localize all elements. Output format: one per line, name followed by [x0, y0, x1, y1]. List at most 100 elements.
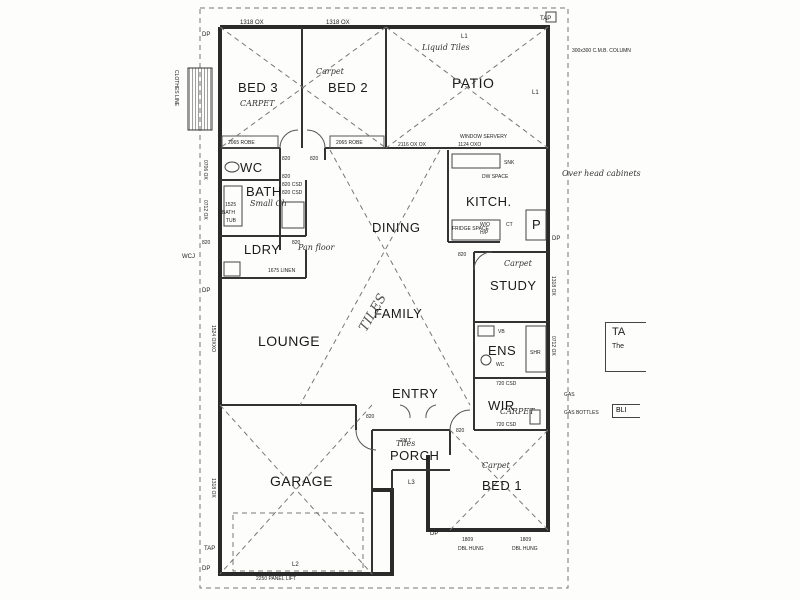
fixtures [223, 11, 557, 425]
label-ens-wc: WC [496, 362, 505, 368]
label-dbl-hung-1: DBL HUNG [458, 546, 484, 552]
label-dp-5: DP [552, 236, 560, 242]
dim-study-window: 1318 OX [550, 276, 556, 296]
note-bed2-carpet: Carpet [316, 67, 345, 76]
title-block-tag: BLI [612, 404, 640, 418]
dim-ens-door: 720 CSD [496, 381, 517, 387]
label-clothes-line: CLOTHES LINE [173, 70, 179, 107]
dim-robe-bed3: 2065 ROBE [228, 140, 255, 146]
label-l2: L2 [292, 562, 299, 568]
title-block-heading: TA [612, 326, 626, 338]
room-bed2: BED 2 [328, 80, 368, 95]
room-bath: BATH [246, 184, 282, 199]
dim-door-a: 820 [282, 156, 291, 162]
room-kitchen: KITCH. [466, 194, 512, 209]
dim-bath-csd: 820 CSD [282, 190, 303, 196]
note-oven: Over head cabinets [562, 169, 641, 178]
label-fridge-space: FRIDGE SPACE [452, 226, 490, 232]
label-tub: TUB [226, 218, 237, 224]
dim-wc-window: 0706 OX [202, 160, 208, 180]
dim-bath-csd2: 820 CSD [282, 182, 303, 188]
dim-bed1-win1: 1809 [462, 537, 473, 543]
label-vb: VB [498, 329, 505, 335]
dim-door-e: 820 [366, 414, 375, 420]
label-dp-4: DP [430, 531, 438, 537]
outer-walls [218, 25, 550, 576]
label-l3: L3 [408, 480, 415, 486]
dim-door-b: 820 [310, 156, 319, 162]
room-wc: WC [240, 160, 263, 175]
label-tap-top: TAP [540, 16, 551, 22]
dim-bath-door: 820 [282, 174, 291, 180]
dim-patio-window: 2116 OX OX [398, 142, 427, 148]
dim-garage-window: 1318 OX [210, 478, 216, 498]
label-dbl-hung-2: DBL HUNG [512, 546, 538, 552]
dim-top-mid: 1318 OX [326, 20, 350, 26]
room-dining: DINING [372, 220, 421, 235]
label-l1-top: L1 [461, 34, 468, 40]
room-porch: PORCH [390, 448, 439, 463]
label-wcj: WCJ [182, 254, 195, 260]
room-bed3: BED 3 [238, 80, 278, 95]
room-garage: GARAGE [270, 473, 333, 489]
room-family: FAMILY [374, 306, 422, 321]
tile-diagonals [219, 26, 549, 575]
label-hp: H/P [480, 230, 489, 236]
dim-door-c: 820 [202, 240, 211, 246]
room-study: STUDY [490, 278, 537, 293]
dim-linen: 1675 LINEN [268, 268, 296, 274]
label-tap-bottom: TAP [204, 546, 215, 552]
label-ct: CT [506, 222, 513, 228]
room-lounge: LOUNGE [258, 333, 320, 349]
label-dp-2: DP [202, 288, 210, 294]
label-dp-1: DP [202, 32, 210, 38]
room-pantry: P [532, 217, 541, 232]
dim-top-left: 1318 OX [240, 20, 264, 26]
room-ldry: LDRY [244, 242, 280, 257]
interior-walls [220, 27, 548, 574]
label-gas-bottles: GAS BOTTLES [564, 410, 599, 416]
dim-porch-window: 2117 [400, 438, 411, 444]
site-boundary [199, 7, 569, 589]
dim-wir-door: 720 CSD [496, 422, 517, 428]
clothes-line-hatch [187, 67, 213, 131]
dim-bath-size: 1525 [225, 202, 236, 208]
label-wo: W/O [480, 222, 490, 228]
room-entry: ENTRY [392, 386, 438, 401]
room-ensuite: ENS [488, 343, 516, 358]
dim-robe-bed2: 2065 ROBE [336, 140, 363, 146]
note-wir-carpet: CARPET [500, 407, 535, 416]
dim-bath-window: 0712 OX [202, 200, 208, 220]
note-study-carpet: Carpet [504, 259, 533, 268]
room-bed1: BED 1 [482, 478, 522, 493]
label-column: 300x300 C.M.B. COLUMN [572, 48, 631, 54]
room-patio: PATIO [452, 75, 494, 91]
door-swings [279, 129, 493, 451]
label-gas: GAS [564, 392, 575, 398]
dim-servery: 1124 OXO [458, 142, 481, 148]
label-dp-3: DP [202, 566, 210, 572]
dim-bed1-win2: 1809 [520, 537, 531, 543]
dim-door-d: 820 [458, 252, 467, 258]
label-l1-right: L1 [532, 90, 539, 96]
note-patio-tiles: Liquid Tiles [421, 43, 470, 52]
note-porch-tiles: Tiles [396, 439, 415, 448]
dim-door-g: 820 [292, 240, 301, 246]
title-block: TA The [605, 322, 646, 372]
dim-garage-door: 2250 PANEL LIFT [256, 576, 296, 582]
note-ldry: Pan floor [297, 243, 335, 252]
dim-lounge-window: 1524 OXXO [210, 325, 216, 352]
room-wir: WIR [488, 398, 515, 413]
label-dw-space: DW SPACE [482, 174, 509, 180]
note-bed1-carpet: Carpet [482, 461, 511, 470]
label-window-servery: WINDOW SERVERY [460, 134, 508, 140]
dim-ens-window: 0712 OX [550, 336, 556, 356]
note-bed3-carpet: CARPET [240, 99, 275, 108]
label-bath-tub: BATH [222, 210, 235, 216]
note-bath: Small Ch [250, 199, 287, 208]
label-sink: SNK [504, 160, 515, 166]
title-block-text: The [612, 343, 625, 350]
label-shower: SHR [530, 350, 541, 356]
dim-door-f: 820 [456, 428, 465, 434]
